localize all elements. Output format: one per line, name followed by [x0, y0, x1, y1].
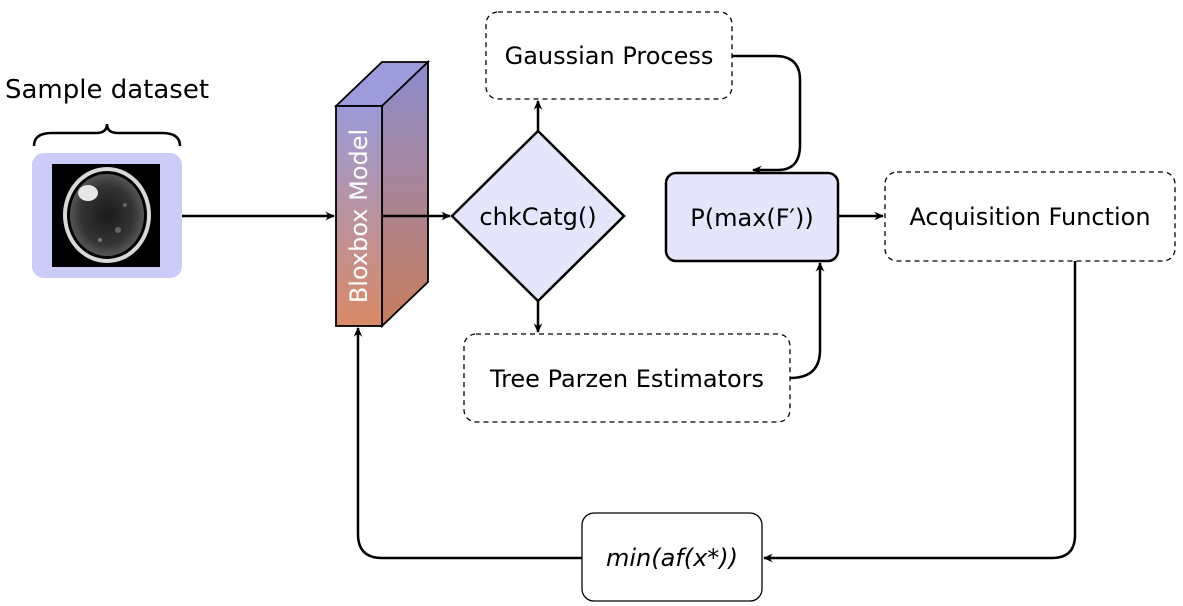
dataset-brace — [32, 123, 182, 147]
tree-parzen-box: Tree Parzen Estimators — [463, 333, 791, 423]
sample-image — [32, 153, 182, 278]
tree-parzen-label: Tree Parzen Estimators — [489, 365, 764, 393]
acquisition-function-label: Acquisition Function — [909, 203, 1150, 231]
chkcatg-label: chkCatg() — [479, 203, 596, 231]
pmax-box: P(max(F′)) — [664, 171, 840, 263]
bloxbox-model-label: Bloxbox Model — [345, 129, 373, 303]
pmax-label: P(max(F′)) — [690, 204, 813, 232]
arrow-gp-to-pmax — [732, 54, 802, 175]
chkcatg-decision: chkCatg() — [450, 129, 626, 303]
min-af-box: min(af(x*)) — [581, 512, 763, 602]
gaussian-process-label: Gaussian Process — [505, 42, 714, 70]
acquisition-function-box: Acquisition Function — [884, 171, 1176, 262]
bloxbox-model-block: Bloxbox Model — [333, 59, 431, 329]
arrow-acquisition-to-min — [763, 261, 1077, 563]
min-af-label: min(af(x*)) — [606, 544, 738, 572]
arrow-tpe-to-pmax — [789, 262, 825, 380]
gaussian-process-box: Gaussian Process — [485, 11, 733, 100]
arrow-min-to-model — [353, 327, 582, 560]
sample-dataset-label: Sample dataset — [5, 75, 209, 105]
